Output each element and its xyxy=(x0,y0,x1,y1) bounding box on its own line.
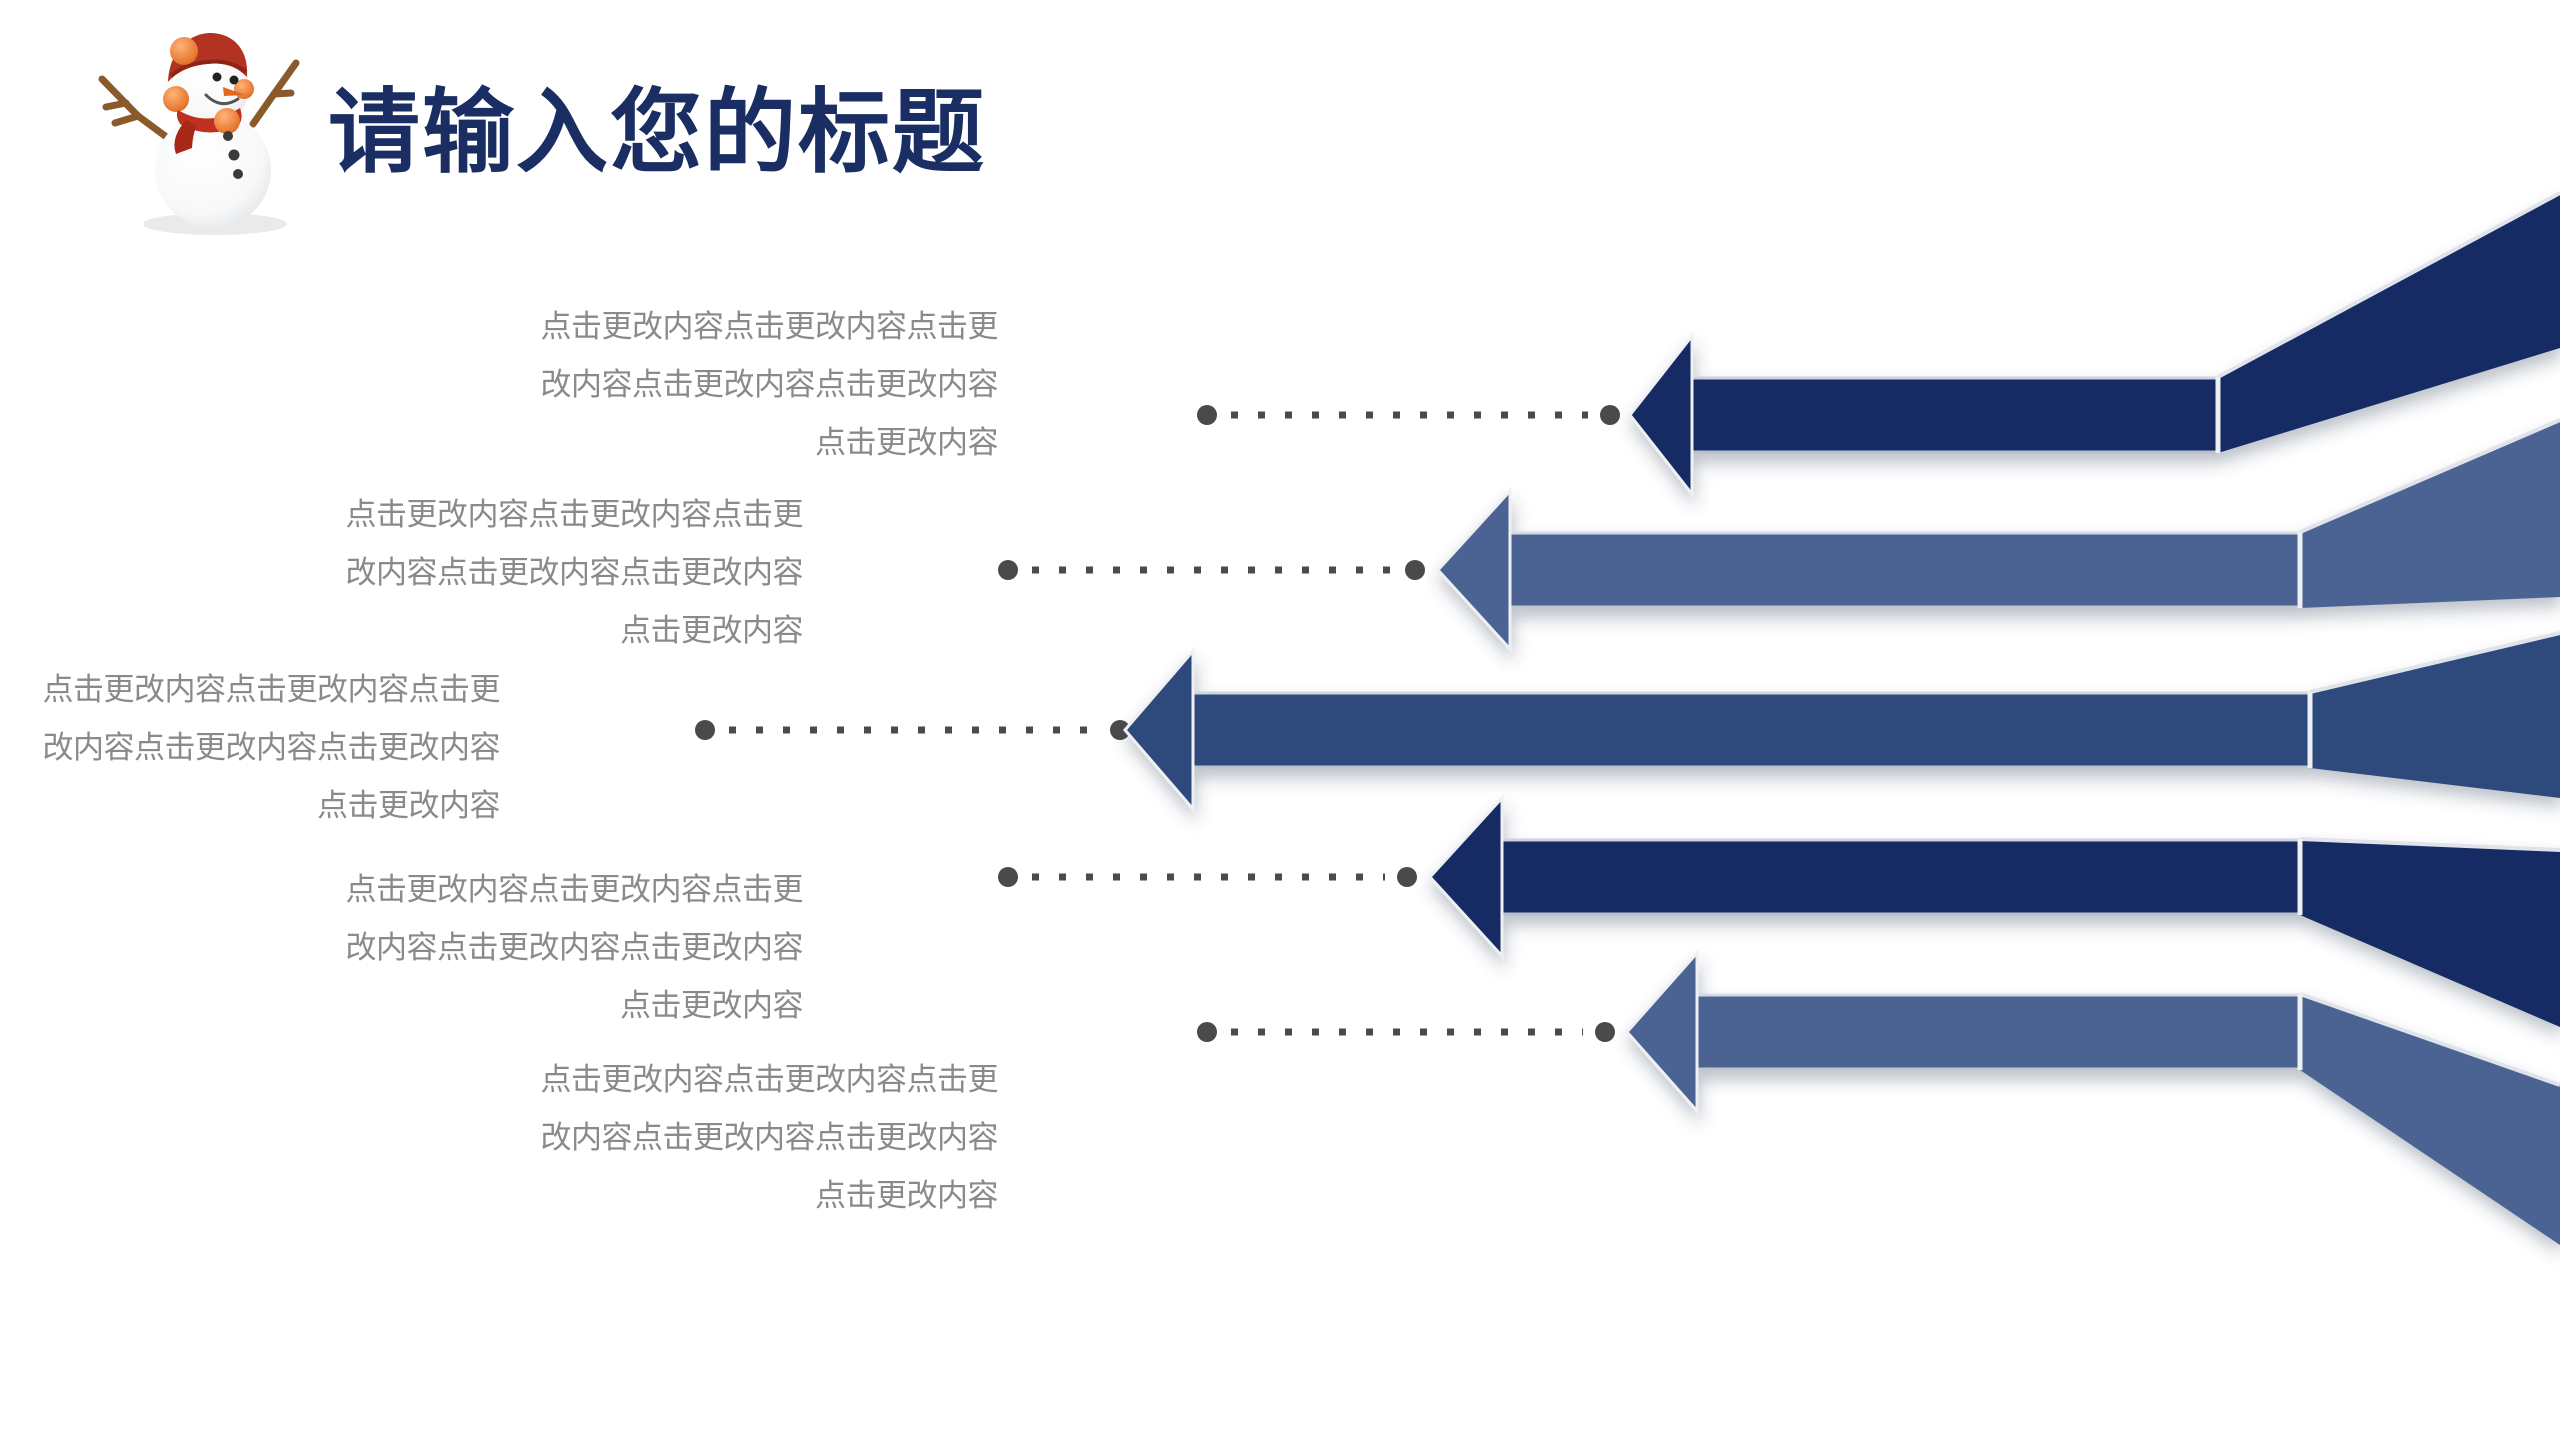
arrow-2-body xyxy=(1510,532,2300,608)
arrow-1-band-bevel xyxy=(2217,191,2560,379)
arrow-3 xyxy=(1123,631,2560,814)
arrow-1 xyxy=(1628,191,2560,499)
leader-dot-right-4 xyxy=(1397,867,1417,887)
text-line: 改内容点击更改内容点击更改内容 xyxy=(345,555,804,590)
arrow-4 xyxy=(1427,794,2560,1027)
snowman-earmuff-left xyxy=(163,86,189,112)
leader-dot-left-3 xyxy=(695,720,715,740)
leader-dot-right-3 xyxy=(1110,720,1130,740)
snowman-button xyxy=(223,131,233,141)
text-line: 点击更改内容 xyxy=(620,988,804,1023)
text-line: 改内容点击更改内容点击更改内容 xyxy=(540,367,999,402)
arrow-4-head xyxy=(1427,794,1504,960)
text-line: 改内容点击更改内容点击更改内容 xyxy=(345,930,804,965)
snowman-eye-right xyxy=(229,75,239,85)
arrow-1-band xyxy=(2218,193,2560,453)
arrow-2 xyxy=(1435,418,2560,653)
snowman-hat-pompom xyxy=(170,37,198,65)
text-block-4[interactable]: 点击更改内容点击更改内容点击更 改内容点击更改内容点击更改内容 点击更改内容 xyxy=(43,861,804,1035)
leader-dot-left-2 xyxy=(998,560,1018,580)
text-line: 改内容点击更改内容点击更改内容 xyxy=(42,730,501,765)
text-line: 点击更改内容点击更改内容点击更 xyxy=(345,872,804,907)
arrow-5-body xyxy=(1697,994,2300,1070)
arrow-2-band-bevel xyxy=(2299,418,2560,534)
arrow-3-band xyxy=(2310,633,2560,798)
snowman-branch-arms xyxy=(98,59,300,148)
text-block-2[interactable]: 点击更改内容点击更改内容点击更 改内容点击更改内容点击更改内容 点击更改内容 xyxy=(43,486,804,660)
arrow-1-head xyxy=(1628,331,1694,499)
arrow-4-band xyxy=(2300,839,2560,1027)
snowman-carrot-nose xyxy=(223,87,245,96)
text-block-3[interactable]: 点击更改内容点击更改内容点击更 改内容点击更改内容点击更改内容 点击更改内容 xyxy=(0,661,501,835)
leader-dot-left-4 xyxy=(998,867,1018,887)
arrow-5-band xyxy=(2300,994,2560,1245)
slide-title[interactable]: 请输入您的标题 xyxy=(328,82,987,184)
arrow-4-body xyxy=(1502,839,2300,915)
leader-dot-right-2 xyxy=(1405,560,1425,580)
text-line: 点击更改内容点击更改内容点击更 xyxy=(540,309,999,344)
arrow-3-head xyxy=(1123,646,1195,814)
arrow-2-head xyxy=(1435,487,1512,653)
arrow-3-band-bevel xyxy=(2309,631,2560,694)
text-line: 点击更改内容 xyxy=(815,1178,999,1213)
text-line: 点击更改内容点击更改内容点击更 xyxy=(345,497,804,532)
leader-lines xyxy=(695,405,1620,1042)
text-line: 点击更改内容 xyxy=(815,425,999,460)
arrow-5-head xyxy=(1624,949,1699,1115)
text-line: 点击更改内容 xyxy=(317,788,501,823)
arrow-5 xyxy=(1624,949,2560,1245)
text-line: 点击更改内容点击更改内容点击更 xyxy=(540,1062,999,1097)
text-block-5[interactable]: 点击更改内容点击更改内容点击更 改内容点击更改内容点击更改内容 点击更改内容 xyxy=(238,1051,999,1225)
snowman-button xyxy=(228,149,240,161)
snowman-icon xyxy=(98,32,300,235)
snowman-scarf-knot xyxy=(214,108,240,134)
snowman-eye-left xyxy=(212,72,222,82)
snowman-hat-brim xyxy=(169,59,248,78)
leader-dot-left-5 xyxy=(1197,1022,1217,1042)
leader-dot-right-1 xyxy=(1600,405,1620,425)
arrow-5-band-bevel xyxy=(2299,992,2560,1087)
snowman-smile xyxy=(204,93,240,106)
snowman-button xyxy=(233,169,243,179)
text-line: 改内容点击更改内容点击更改内容 xyxy=(540,1120,999,1155)
text-line: 点击更改内容 xyxy=(620,613,804,648)
arrow-4-band-bevel xyxy=(2299,837,2560,852)
text-line: 点击更改内容点击更改内容点击更 xyxy=(42,672,501,707)
arrow-2-band xyxy=(2300,420,2560,608)
leader-dot-left-1 xyxy=(1197,405,1217,425)
text-block-1[interactable]: 点击更改内容点击更改内容点击更 改内容点击更改内容点击更改内容 点击更改内容 xyxy=(238,298,999,472)
snowman-scarf-tail xyxy=(174,120,197,154)
leader-dot-right-5 xyxy=(1595,1022,1615,1042)
arrow-1-body xyxy=(1692,377,2218,453)
arrow-3-body xyxy=(1193,692,2310,768)
